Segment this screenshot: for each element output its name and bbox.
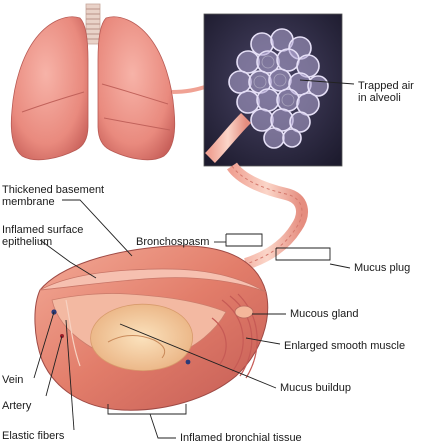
label-inflamed-bronchial-tissue: Inflamed bronchial tissue xyxy=(180,432,302,444)
label-mucous-gland: Mucous gland xyxy=(290,308,359,320)
bronchial-tube xyxy=(227,162,308,270)
mucus-mass xyxy=(90,303,193,371)
label-elastic-fibers: Elastic fibers xyxy=(2,430,65,442)
label-mucus-plug: Mucus plug xyxy=(354,262,411,274)
label-bronchospasm: Bronchospasm xyxy=(136,236,210,248)
label-trapped-air-line1: Trapped air xyxy=(358,80,414,92)
label-artery: Artery xyxy=(2,400,32,412)
label-inflamed-surface-line1: Inflamed surface xyxy=(2,224,84,236)
right-lung xyxy=(97,16,176,161)
label-enlarged-smooth-muscle: Enlarged smooth muscle xyxy=(284,340,406,352)
label-thickened-line2: membrane xyxy=(2,196,55,208)
left-lung xyxy=(10,16,89,161)
label-trapped-air: Trapped air in alveoli xyxy=(358,80,414,104)
cut-surface xyxy=(39,268,267,293)
lungs xyxy=(10,3,176,161)
inset-bronchiole xyxy=(204,113,251,163)
elastic-fibers xyxy=(65,299,81,367)
mucous-gland xyxy=(234,305,254,319)
leader-lines xyxy=(33,79,355,439)
alveoli-cluster xyxy=(228,28,329,149)
bronchiole-connector xyxy=(171,84,209,94)
airway-cross-section xyxy=(34,245,269,411)
vessel-dot xyxy=(185,359,191,365)
label-thickened-line1: Thickened basement xyxy=(2,184,105,196)
label-inflamed-surface-epithelium: Inflamed surface epithelium xyxy=(2,224,83,248)
smooth-muscle xyxy=(211,293,258,379)
label-inflamed-surface-line2: epithelium xyxy=(2,236,53,248)
label-vein: Vein xyxy=(2,374,24,386)
label-thickened-basement-membrane: Thickened basement membrane xyxy=(2,184,104,208)
label-mucus-buildup: Mucus buildup xyxy=(280,382,351,394)
label-trapped-air-line2: in alveoli xyxy=(358,92,401,104)
alveoli-inset xyxy=(203,13,343,167)
